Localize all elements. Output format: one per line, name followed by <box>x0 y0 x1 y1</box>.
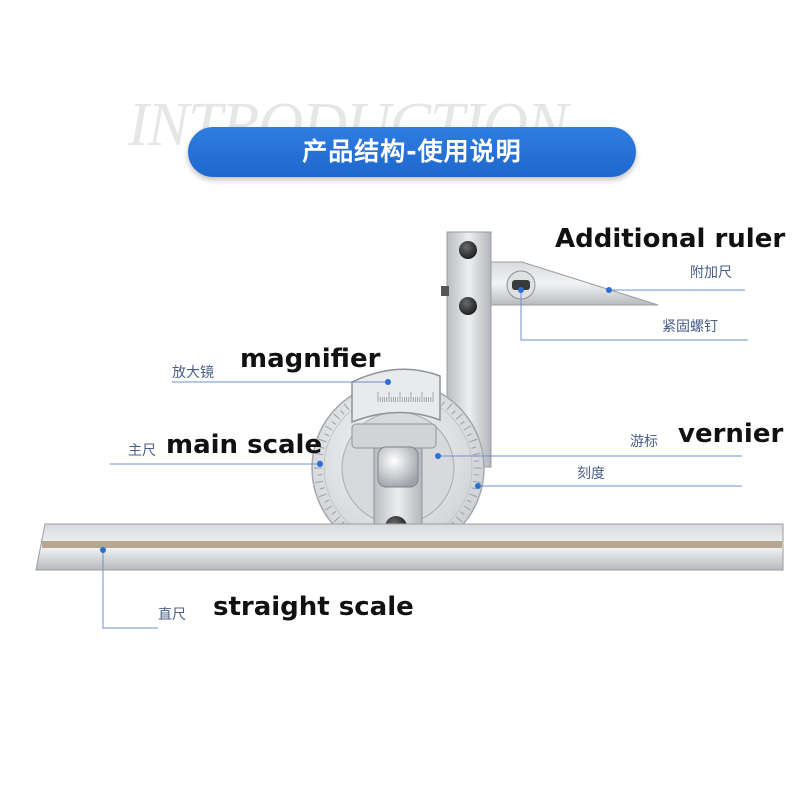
dot-additional-ruler <box>606 287 612 293</box>
disc-tick <box>446 403 453 411</box>
disc-tick <box>318 493 327 498</box>
disc-tick <box>324 499 330 503</box>
additional-ruler-label-cn: 附加尺 <box>690 265 732 281</box>
disc-tick <box>333 413 341 420</box>
additional-ruler-label-en: Additional ruler <box>555 224 786 254</box>
disc-tick <box>331 421 337 425</box>
disc-tick <box>441 401 445 407</box>
arm-screw-top <box>459 241 477 259</box>
disc-tick <box>319 446 325 449</box>
callout-dots <box>100 287 612 553</box>
disc-tick <box>331 511 337 515</box>
disc-tick <box>459 421 465 425</box>
dot-vernier <box>435 453 441 459</box>
straight-scale-label-en: straight scale <box>213 592 414 622</box>
arm-screw-bottom <box>459 297 477 315</box>
disc-tick <box>315 480 324 484</box>
magnifier-label-cn: 放大镜 <box>172 365 214 381</box>
disc-tick <box>325 425 333 431</box>
disc-tick <box>340 410 345 415</box>
disc-tick <box>315 452 324 456</box>
disc-tick <box>471 487 477 490</box>
disc-tick <box>333 516 341 523</box>
title-banner: 产品结构-使用说明 <box>188 127 636 177</box>
disc-tick <box>459 511 465 515</box>
disc-tick <box>318 438 327 443</box>
disc-tick <box>466 499 472 503</box>
vernier-label-en: vernier <box>678 419 784 449</box>
dot-main-scale <box>317 461 323 467</box>
main-scale-label-cn: 主尺 <box>128 443 156 459</box>
disc-tick <box>471 446 477 449</box>
vernier-label-cn: 游标 <box>630 434 658 450</box>
dot-magnifier <box>385 379 391 385</box>
disc-tick <box>463 505 471 511</box>
fastening-screw-label-cn: 紧固螺钉 <box>662 319 718 335</box>
disc-tick <box>455 413 463 420</box>
banner-title: 产品结构-使用说明 <box>302 137 522 166</box>
dot-fastening-screw <box>518 287 524 293</box>
main-scale-label-en: main scale <box>166 430 323 460</box>
straight-scale-label-cn: 直尺 <box>158 607 186 623</box>
disc-tick <box>466 433 472 437</box>
callout-lines <box>102 289 748 629</box>
scale-marks-label-cn: 刻度 <box>577 466 605 482</box>
disc-tick <box>455 516 463 523</box>
disc-tick <box>319 487 325 490</box>
disc-tick <box>469 493 478 498</box>
disc-tick <box>472 480 481 484</box>
dot-scale-marks <box>475 483 481 489</box>
dot-straight-scale <box>100 547 106 553</box>
disc-tick <box>324 433 330 437</box>
disc-tick <box>343 403 350 411</box>
additional-ruler <box>490 261 659 306</box>
magnifier-label-en: magnifier <box>240 344 381 374</box>
disc-tick <box>325 505 333 511</box>
disc-tick <box>451 410 456 415</box>
straight-scale-ruler <box>35 523 784 571</box>
disc-tick <box>472 452 481 456</box>
disc-tick <box>463 425 471 431</box>
disc-tick <box>469 438 478 443</box>
